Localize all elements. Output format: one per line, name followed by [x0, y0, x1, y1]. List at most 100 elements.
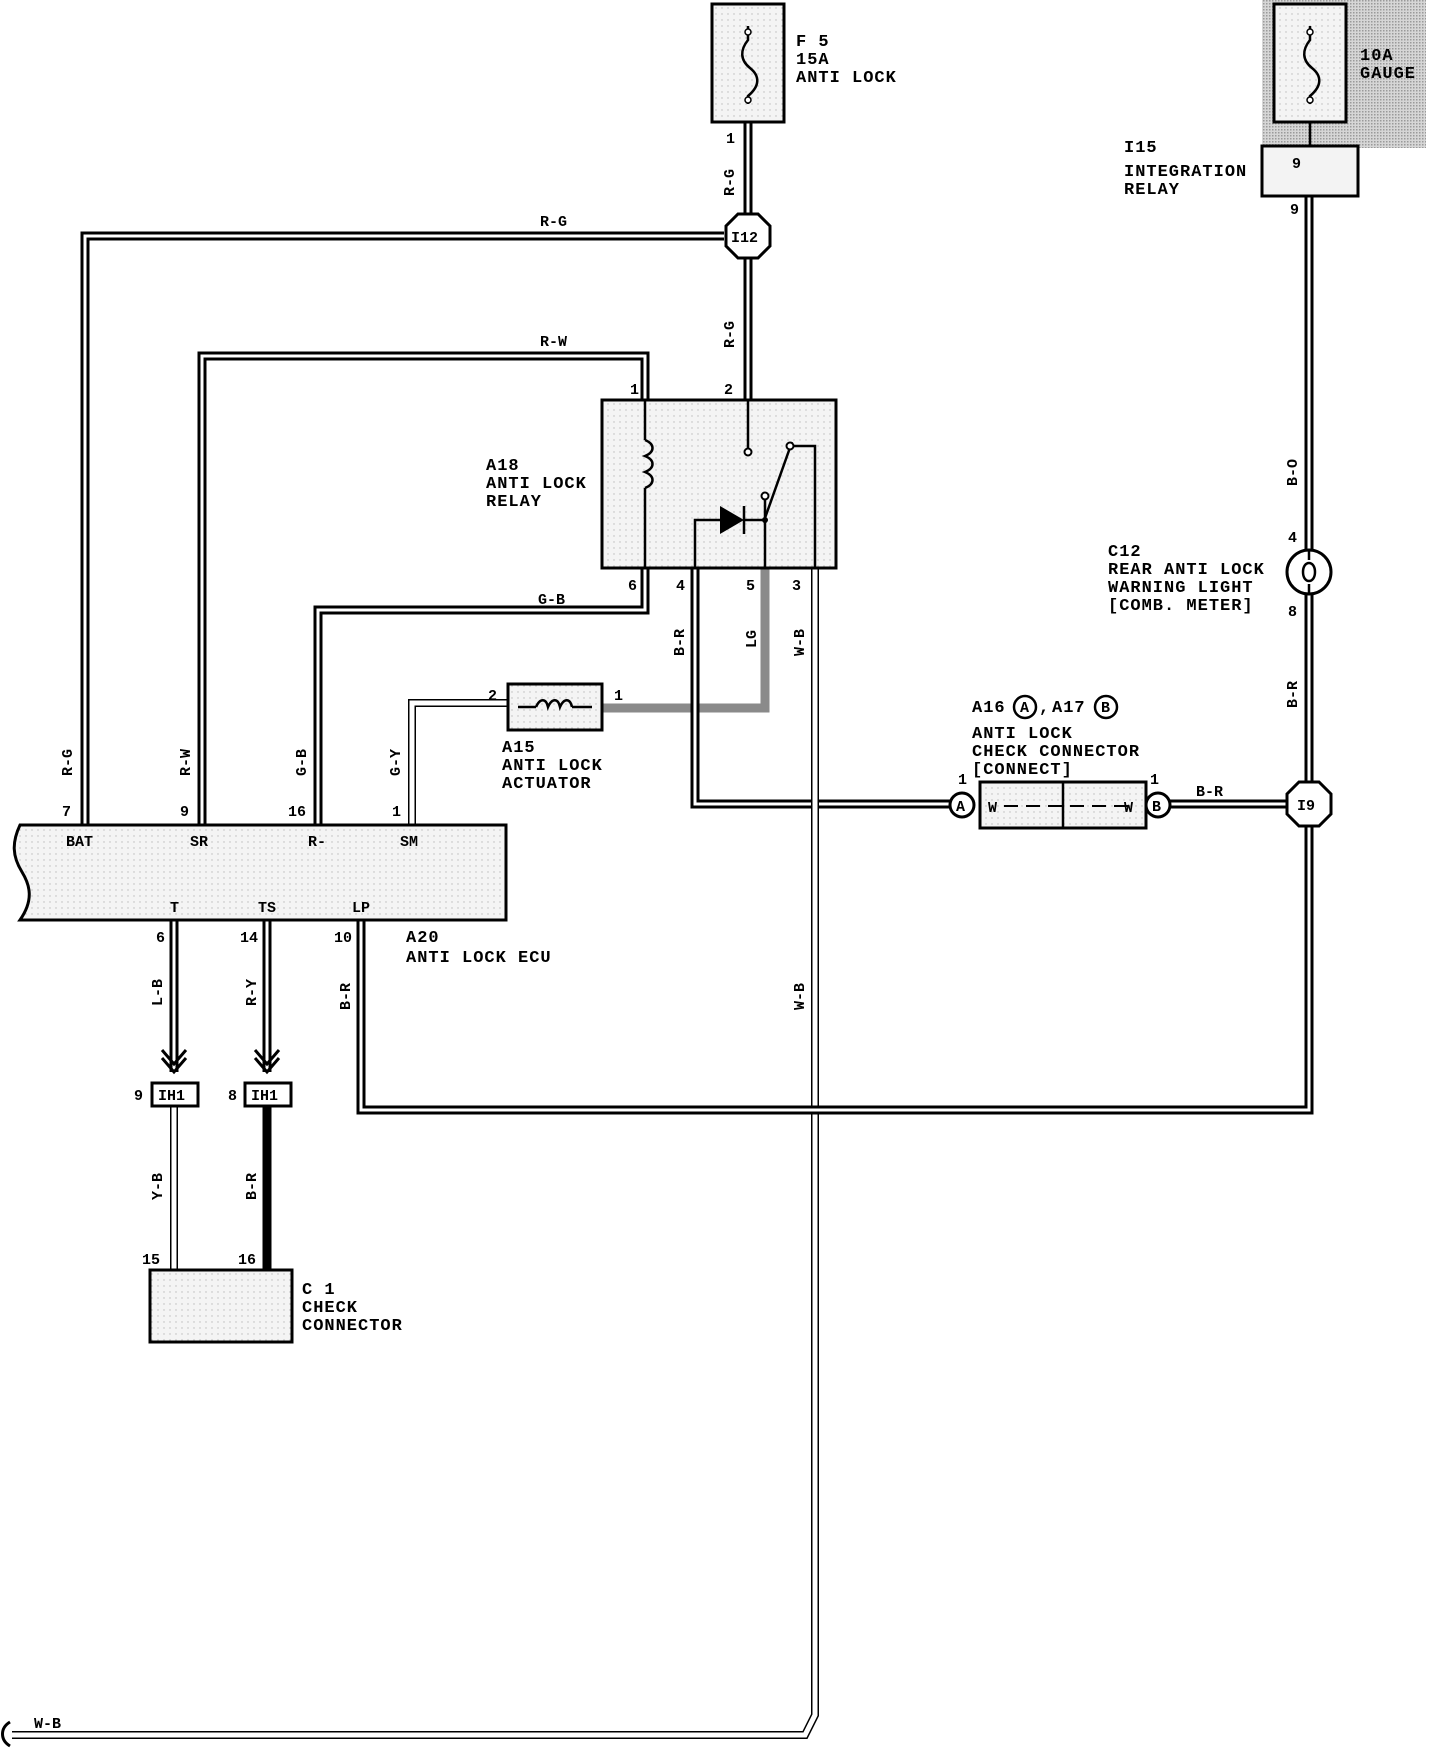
pin-ecu-16: 16	[288, 804, 306, 821]
c1-name2: CONNECTOR	[302, 1317, 403, 1336]
ecu-terminal-r: R-	[308, 834, 326, 851]
pin-relay-4: 4	[676, 578, 685, 595]
pin-c12-4: 4	[1288, 530, 1297, 547]
wire-gb-relay-ecu-r	[313, 568, 650, 825]
actuator-a15-id: A15	[502, 739, 536, 758]
fuse-f5-rating: 15A	[796, 51, 830, 70]
wire-br-relay-connector-a	[690, 568, 960, 809]
wire-lg-relay-actuator	[602, 568, 770, 713]
fuse-gauge-rating: 10A	[1360, 47, 1394, 66]
label-wire-br-c1: B-R	[244, 1173, 261, 1200]
junction-i9-id: I9	[1297, 798, 1315, 815]
junction-i9	[1285, 780, 1333, 828]
wire-br-i9-ecu-lp	[356, 826, 1314, 1115]
check-connector-a16-a17	[978, 780, 1148, 830]
integration-relay-pin: 9	[1292, 156, 1301, 173]
pin-connector-a-1: 1	[958, 772, 967, 789]
connector-inner-left: W	[988, 800, 997, 817]
connector-circle-a-label: A	[956, 799, 965, 816]
label-wire-gy-ecu: G-Y	[388, 749, 405, 776]
ecu-terminal-sr: SR	[190, 834, 208, 851]
connector-ih1-a	[150, 1049, 200, 1108]
wire-wb-relay-ground	[12, 568, 819, 1739]
connector-title-circle-a-label: A	[1020, 700, 1029, 717]
connector-circle-b	[1144, 791, 1172, 819]
pin-connector-b-1: 1	[1150, 772, 1159, 789]
junction-i12	[724, 212, 772, 260]
connector-ih1-b	[243, 1049, 293, 1108]
label-wire-br-relay: B-R	[672, 629, 689, 656]
label-wire-rg-top: R-G	[722, 169, 739, 196]
integration-relay-box	[1260, 144, 1360, 198]
pin-ecu-14: 14	[240, 930, 258, 947]
connector-id-a16: A16	[972, 699, 1006, 718]
ecu-terminal-sm: SM	[400, 834, 418, 851]
wire-rw-relay-ecu-sr	[197, 351, 650, 825]
label-wire-rg-mid: R-G	[722, 321, 739, 348]
integration-relay-id: I15	[1124, 139, 1158, 158]
pin-c1-16: 16	[238, 1252, 256, 1269]
pin-ecu-9: 9	[180, 804, 189, 821]
integration-relay-name2: RELAY	[1124, 181, 1180, 200]
connector-name3: [CONNECT]	[972, 761, 1073, 780]
relay-a18-id: A18	[486, 457, 520, 476]
pin-relay-5: 5	[746, 578, 755, 595]
c12-name3: [COMB. METER]	[1108, 597, 1254, 616]
warning-light-c12	[1285, 548, 1333, 596]
label-wire-ry: R-Y	[244, 979, 261, 1006]
ecu-a20-id: A20	[406, 929, 440, 948]
label-wire-br-connector: B-R	[1196, 784, 1223, 801]
label-wire-wb-upper: W-B	[792, 629, 809, 656]
pin-relay-3: 3	[792, 578, 801, 595]
label-wire-yb: Y-B	[150, 1173, 167, 1200]
ecu-terminal-bat: BAT	[66, 834, 93, 851]
pin-relay-2: 2	[724, 382, 733, 399]
connector-ih1-a-label: IH1	[158, 1088, 185, 1105]
ground-break-mark	[1, 1720, 11, 1748]
connector-name1: ANTI LOCK	[972, 725, 1073, 744]
pin-ih1-9: 9	[134, 1088, 143, 1105]
connector-title-circle-b	[1093, 694, 1119, 720]
connector-name2: CHECK CONNECTOR	[972, 743, 1140, 762]
pin-ecu-6: 6	[156, 930, 165, 947]
relay-a18-name2: RELAY	[486, 493, 542, 512]
relay-a18	[600, 398, 838, 570]
connector-title-circle-b-label: B	[1101, 700, 1110, 717]
connector-id-a17: A17	[1052, 699, 1086, 718]
pin-i15-out: 9	[1290, 202, 1299, 219]
connector-title-sep: ,	[1039, 699, 1050, 718]
c12-name2: WARNING LIGHT	[1108, 579, 1254, 598]
connector-inner-right: W	[1124, 800, 1133, 817]
ecu-a20-name: ANTI LOCK ECU	[406, 949, 552, 968]
pin-relay-6: 6	[628, 578, 637, 595]
actuator-a15	[506, 682, 604, 732]
connector-title-circle-a	[1012, 694, 1038, 720]
label-wire-rg-left: R-G	[540, 214, 567, 231]
actuator-a15-name1: ANTI LOCK	[502, 757, 603, 776]
ecu-a20	[12, 823, 508, 922]
pin-f5-out: 1	[726, 131, 735, 148]
c12-id: C12	[1108, 543, 1142, 562]
ecu-terminal-t: T	[170, 900, 179, 917]
fuse-gauge	[1272, 2, 1348, 124]
connector-circle-a	[948, 791, 976, 819]
relay-a18-name1: ANTI LOCK	[486, 475, 587, 494]
label-wire-wb-lower: W-B	[792, 983, 809, 1010]
pin-ecu-7: 7	[62, 804, 71, 821]
label-wire-bo: B-O	[1285, 459, 1302, 486]
fuse-f5-name: ANTI LOCK	[796, 69, 897, 88]
label-wire-rg-ecu: R-G	[60, 749, 77, 776]
pin-ecu-1: 1	[392, 804, 401, 821]
label-wire-lb: L-B	[150, 979, 167, 1006]
fuse-f5	[710, 2, 786, 124]
label-wire-gb: G-B	[538, 592, 565, 609]
label-wire-rw: R-W	[540, 334, 567, 351]
pin-relay-1: 1	[630, 382, 639, 399]
label-wire-br-ecu: B-R	[338, 983, 355, 1010]
connector-circle-b-label: B	[1152, 799, 1161, 816]
pin-ecu-10: 10	[334, 930, 352, 947]
pin-actuator-2: 2	[488, 688, 497, 705]
ecu-terminal-lp: LP	[352, 900, 370, 917]
integration-relay-name1: INTEGRATION	[1124, 163, 1247, 182]
c1-id: C 1	[302, 1281, 336, 1300]
